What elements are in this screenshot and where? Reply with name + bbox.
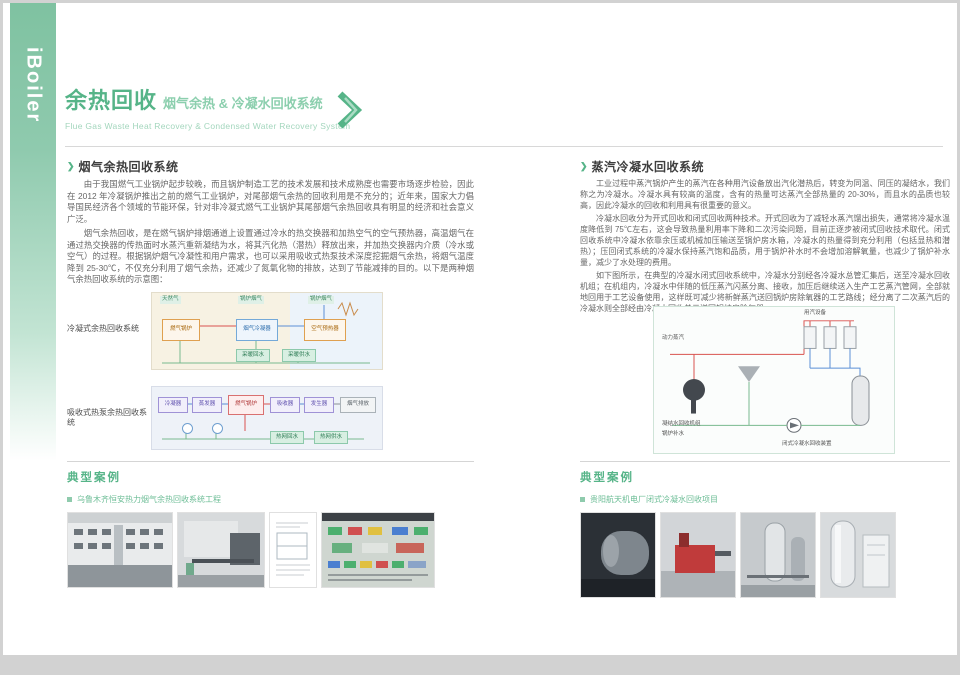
left-cases: 典型案例 乌鲁木齐恒安热力烟气余热回收系统工程 bbox=[67, 461, 474, 588]
page-title: 余热回收 bbox=[65, 88, 158, 113]
paragraph: 冷凝水回收分为开式回收和闭式回收两种技术。开式回收为了减轻水蒸汽馏出损失，通常将… bbox=[580, 214, 950, 267]
pump-icon bbox=[182, 423, 193, 434]
paragraph: 工业过程中蒸汽锅炉产生的蒸汽在各种用汽设备放出汽化潜热后，转变为同温、同压的凝结… bbox=[580, 179, 950, 210]
absorption-heatpump-diagram: 冷凝器 蒸发器 燃气锅炉 吸收器 发生器 烟气排放 热网回水 热网供水 bbox=[151, 386, 383, 450]
section-title-condensate: 蒸汽冷凝水回收系统 bbox=[591, 160, 705, 174]
photo-plant-building bbox=[67, 512, 173, 588]
photo-stainless-vessel bbox=[820, 512, 896, 598]
diagram-box: 空气预热器 bbox=[304, 319, 346, 341]
section-arrow-icon: ❯ bbox=[580, 161, 588, 171]
condensate-text: 工业过程中蒸汽锅炉产生的蒸汽在各种用汽设备放出汽化潜热后，转变为同温、同压的凝结… bbox=[580, 179, 950, 315]
section-title-flue-gas: 烟气余热回收系统 bbox=[78, 160, 179, 174]
photo-control-screen bbox=[321, 512, 435, 588]
page-subtitle-en: Flue Gas Waste Heat Recovery & Condensed… bbox=[65, 121, 351, 131]
header-divider bbox=[65, 146, 943, 147]
diagram-box: 烟气冷凝器 bbox=[236, 319, 278, 341]
section-head-condensate: ❯ 蒸汽冷凝水回收系统 bbox=[580, 158, 950, 175]
photo-equipment-yard bbox=[177, 512, 265, 588]
flue-gas-text: 由于我国燃气工业锅炉起步较晚，而且锅炉制造工艺的技术发展和技术成熟度也需要市场逐… bbox=[67, 179, 474, 286]
right-column: ❯ 蒸汽冷凝水回收系统 工业过程中蒸汽锅炉产生的蒸汽在各种用汽设备放出汽化潜热后… bbox=[580, 158, 950, 655]
diagram-box: 热网回水 bbox=[270, 431, 304, 444]
case-bullet-icon bbox=[67, 497, 72, 502]
diagram-box: 烟气排放 bbox=[340, 397, 376, 413]
case-caption-text: 乌鲁木齐恒安热力烟气余热回收系统工程 bbox=[77, 495, 221, 504]
section-head-flue-gas: ❯ 烟气余热回收系统 bbox=[67, 158, 474, 175]
diagram-box: 吸收器 bbox=[270, 397, 300, 413]
diagram-box: 发生器 bbox=[304, 397, 334, 413]
photo-recovery-unit bbox=[660, 512, 736, 598]
diagram-box: 蒸发器 bbox=[192, 397, 222, 413]
cases-title: 典型案例 bbox=[580, 472, 634, 484]
diagram-lines bbox=[670, 320, 870, 433]
case-caption: 贵阳航天机电厂闭式冷凝水回收项目 bbox=[580, 494, 950, 505]
diagram-label: 动力蒸汽 bbox=[662, 335, 685, 341]
brand-logo: iBoiler bbox=[22, 47, 45, 124]
diagram-caption: 吸收式热泵余热回收系统 bbox=[67, 408, 147, 427]
brand-sidebar: iBoiler bbox=[10, 3, 56, 461]
diagram-box: 冷凝器 bbox=[158, 397, 188, 413]
diagram-label: 用汽设备 bbox=[804, 310, 827, 316]
case-caption-text: 贵阳航天机电厂闭式冷凝水回收项目 bbox=[590, 495, 718, 504]
section-arrow-icon: ❯ bbox=[67, 161, 75, 171]
diagram-label: 锅炉烟气 bbox=[308, 296, 335, 304]
diagram-box: 热网供水 bbox=[314, 431, 348, 444]
case-bullet-icon bbox=[580, 497, 585, 502]
cases-divider bbox=[580, 461, 950, 462]
right-cases: 典型案例 贵阳航天机电厂闭式冷凝水回收项目 bbox=[580, 461, 950, 598]
left-column: ❯ 烟气余热回收系统 由于我国燃气工业锅炉起步较晚，而且锅炉制造工艺的技术发展和… bbox=[67, 158, 474, 655]
paragraph: 烟气余热回收，是在燃气锅炉排烟通道上设置通过冷水的热交换器和加热空气的空气预热器… bbox=[67, 228, 474, 284]
brochure-page: iBoiler 余热回收 烟气余热 & 冷凝水回收系统 Flue Gas Was… bbox=[3, 3, 957, 655]
diagram-label: 锅炉烟气 bbox=[238, 296, 265, 304]
right-photos bbox=[580, 512, 950, 598]
page-subtitle: 烟气余热 & 冷凝水回收系统 bbox=[163, 96, 323, 111]
condensate-diagram: 动力蒸汽 用汽设备 闭式冷凝水回收装置 凝结水回收机组 锅炉补水 bbox=[653, 306, 895, 454]
case-caption: 乌鲁木齐恒安热力烟气余热回收系统工程 bbox=[67, 494, 474, 505]
title-row: 余热回收 烟气余热 & 冷凝水回收系统 bbox=[65, 83, 350, 115]
pump-icon bbox=[212, 423, 223, 434]
diagram-caption: 冷凝式余热回收系统 bbox=[67, 324, 139, 333]
cases-divider bbox=[67, 461, 474, 462]
diagram-label: 锅炉补水 bbox=[662, 431, 685, 437]
photo-boiler-room bbox=[580, 512, 656, 598]
flue-gas-diagrams: 冷凝式余热回收系统 吸收式热泵余热回收系统 天然气 锅炉烟气 bbox=[67, 290, 474, 458]
condensing-recovery-diagram: 天然气 锅炉烟气 锅炉烟气 燃气锅炉 烟气冷凝器 空气预热器 采暖回水 采暖供水 bbox=[151, 292, 383, 370]
cases-title: 典型案例 bbox=[67, 472, 121, 484]
diagram-lines bbox=[162, 301, 370, 364]
paragraph: 由于我国燃气工业锅炉起步较晚，而且锅炉制造工艺的技术发展和技术成熟度也需要市场逐… bbox=[67, 179, 474, 224]
left-photos bbox=[67, 512, 474, 588]
diagram-label: 凝结水回收机组 bbox=[662, 421, 701, 427]
photo-design-drawing bbox=[269, 512, 317, 588]
diagram-label: 天然气 bbox=[160, 296, 181, 304]
diagram-box: 燃气锅炉 bbox=[228, 395, 264, 415]
header-chevron-icon bbox=[337, 91, 363, 129]
page-header: 余热回收 烟气余热 & 冷凝水回收系统 Flue Gas Waste Heat … bbox=[65, 83, 350, 131]
diagram-label: 闭式冷凝水回收装置 bbox=[782, 441, 832, 447]
photo-tanks bbox=[740, 512, 816, 598]
diagram-box: 燃气锅炉 bbox=[162, 319, 200, 341]
diagram-box: 采暖供水 bbox=[282, 349, 316, 362]
diagram-box: 采暖回水 bbox=[236, 349, 270, 362]
